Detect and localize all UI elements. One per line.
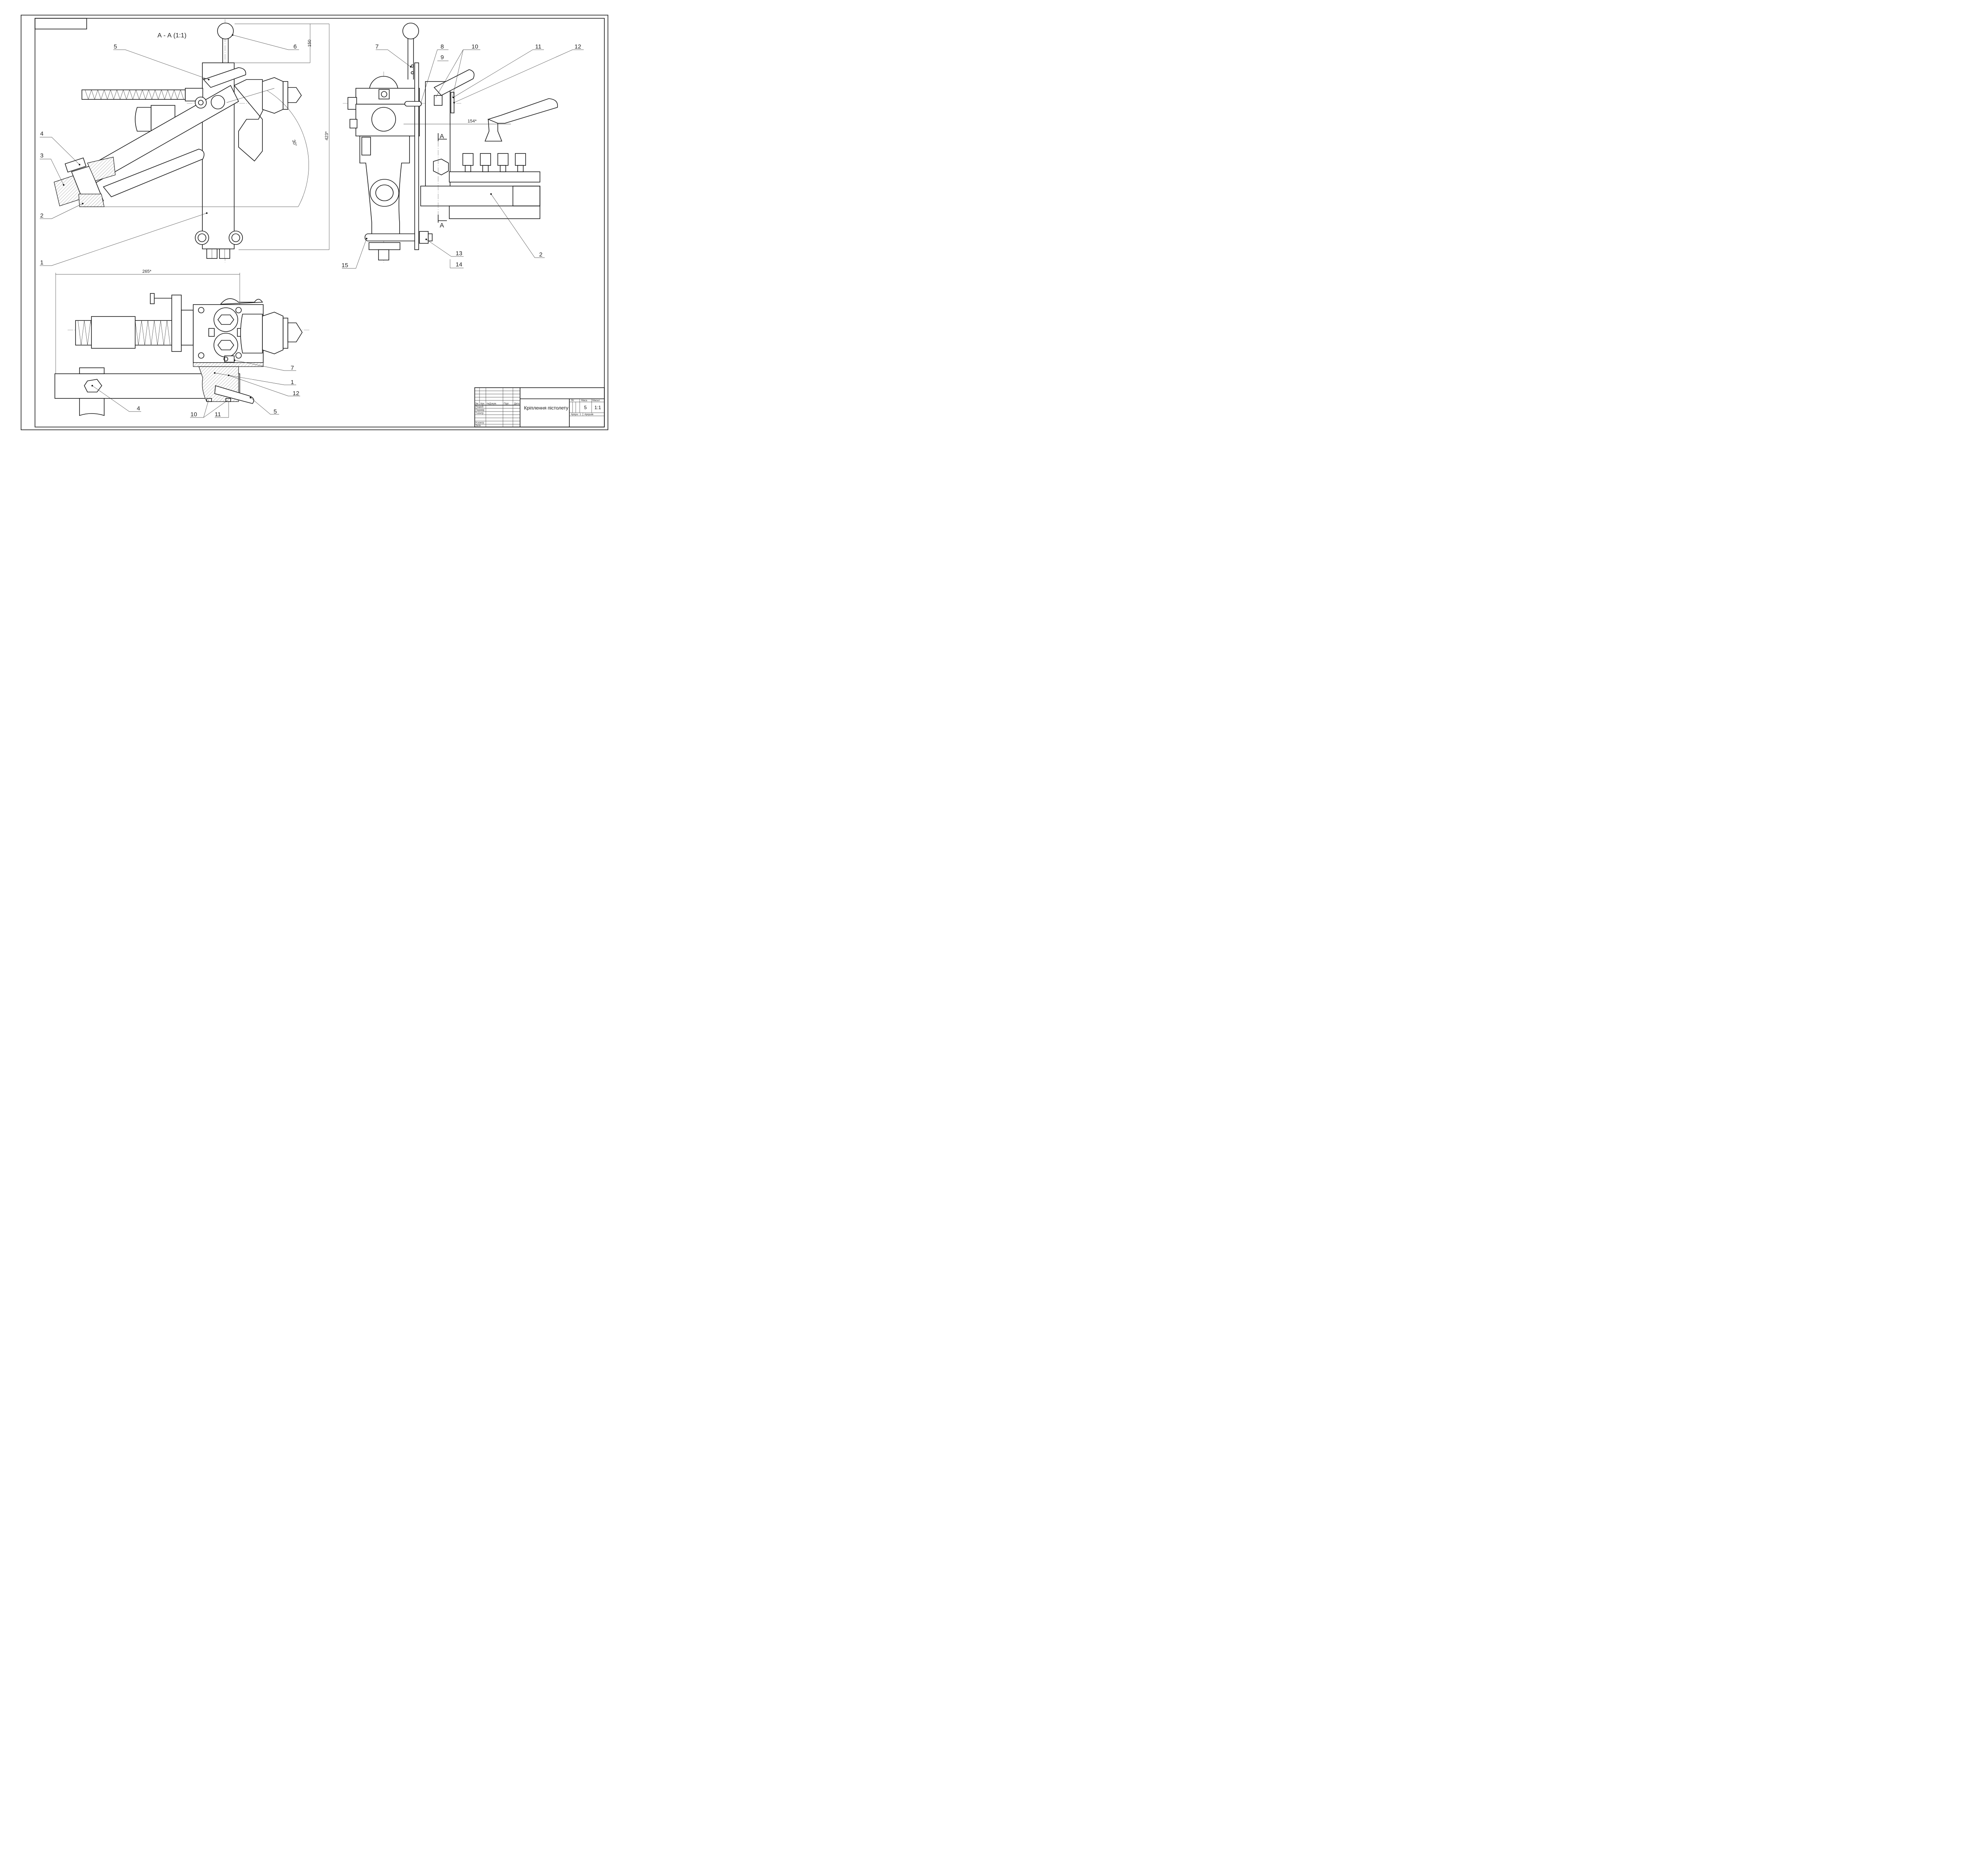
svg-text:1: 1 [291, 379, 294, 386]
section-mark-top: А [440, 133, 444, 140]
callout-v2-10: 10 [435, 43, 480, 98]
dim-150: 150 [307, 40, 312, 47]
svg-text:Затв: Затв [476, 425, 481, 427]
svg-text:Н.контр: Н.контр [476, 422, 484, 424]
callout-v3-4: 4 [91, 385, 141, 412]
section-title: А - А (1:1) [157, 32, 186, 39]
dim-angle: 30° [291, 139, 298, 147]
svg-text:9: 9 [441, 54, 444, 61]
svg-text:4: 4 [137, 405, 140, 412]
svg-text:Перевір: Перевір [476, 409, 485, 412]
svg-text:Розроб: Розроб [476, 406, 483, 408]
svg-text:10: 10 [190, 411, 197, 418]
callout-v1-6: 6 [232, 34, 299, 50]
svg-text:2: 2 [539, 251, 542, 258]
svg-text:6: 6 [293, 43, 297, 50]
callout-v1-1: 1 [40, 212, 208, 266]
callout-v2-15: 15 [342, 238, 367, 269]
callout-v2-12: 12 [453, 43, 584, 103]
view-side: 154* А А 7 8 9 10 11 12 [342, 23, 584, 269]
svg-text:4: 4 [40, 130, 43, 137]
svg-text:Дата: Дата [514, 403, 520, 405]
section-mark-bottom: А [440, 222, 444, 229]
callout-v2-11: 11 [452, 43, 544, 98]
drawing-sheet: А - А (1:1) [21, 15, 608, 430]
svg-text:11: 11 [215, 411, 221, 418]
callout-v1-3: 3 [40, 152, 64, 186]
svg-text:1: 1 [580, 414, 581, 416]
svg-text:Т.контр: Т.контр [476, 412, 484, 415]
callout-v2-2: 2 [490, 193, 545, 258]
callout-v2-7: 7 [375, 43, 412, 68]
svg-text:3: 3 [40, 152, 43, 159]
mass-value: 5 [584, 405, 587, 410]
svg-text:13: 13 [456, 250, 462, 257]
svg-text:10: 10 [472, 43, 478, 50]
scale-value: 1:1 [594, 405, 601, 410]
view-section-aa: А - А (1:1) [40, 19, 330, 266]
svg-text:Масшт.: Масшт. [592, 400, 600, 402]
svg-text:5: 5 [274, 408, 277, 415]
svg-text:Арк: Арк [480, 403, 484, 405]
callout-v2-8: 8 9 [420, 43, 448, 104]
svg-text:14: 14 [456, 261, 462, 268]
svg-text:Аркуш: Аркуш [571, 414, 578, 416]
callout-v3-1: 1 [214, 372, 296, 386]
callout-v3-10: 10 [190, 399, 229, 418]
callout-v3-11: 11 [215, 402, 229, 418]
dim-154: 154* [468, 119, 477, 124]
callout-v3-7: 7 [234, 359, 296, 371]
svg-text:Аркушів: Аркушів [584, 414, 593, 416]
svg-text:7: 7 [375, 43, 379, 50]
outer-border [21, 15, 608, 430]
svg-text:12: 12 [293, 390, 299, 397]
title-block: Зм. Арк №Докум. Підп. Дата Розроб Переві… [474, 387, 605, 427]
inner-frame [35, 18, 605, 427]
callout-v1-4: 4 [40, 130, 80, 165]
dim-265: 265* [142, 269, 151, 274]
view-top: 265* [54, 269, 310, 418]
callout-v3-5: 5 [250, 397, 279, 415]
drawing-title: Кріплення пістолету [524, 405, 568, 411]
svg-text:Літ: Літ [571, 400, 574, 402]
callout-v1-2: 2 [40, 203, 83, 219]
svg-text:8: 8 [441, 43, 444, 50]
svg-text:11: 11 [535, 43, 542, 50]
svg-text:2: 2 [40, 212, 43, 219]
svg-text:7: 7 [291, 365, 294, 371]
svg-text:12: 12 [575, 43, 581, 50]
svg-text:Маса: Маса [581, 400, 587, 402]
svg-text:№Докум.: №Докум. [487, 402, 497, 405]
callout-v3-12: 12 [228, 375, 300, 397]
top-left-stamp [35, 18, 87, 29]
svg-text:Підп.: Підп. [504, 403, 509, 405]
callout-v1-5: 5 [113, 43, 210, 80]
svg-text:15: 15 [342, 262, 348, 269]
svg-text:1: 1 [40, 259, 43, 266]
callout-v2-13: 13 14 [425, 239, 464, 268]
svg-text:Зм.: Зм. [475, 403, 479, 405]
svg-text:5: 5 [114, 43, 117, 50]
dim-423: 423* [324, 131, 329, 140]
